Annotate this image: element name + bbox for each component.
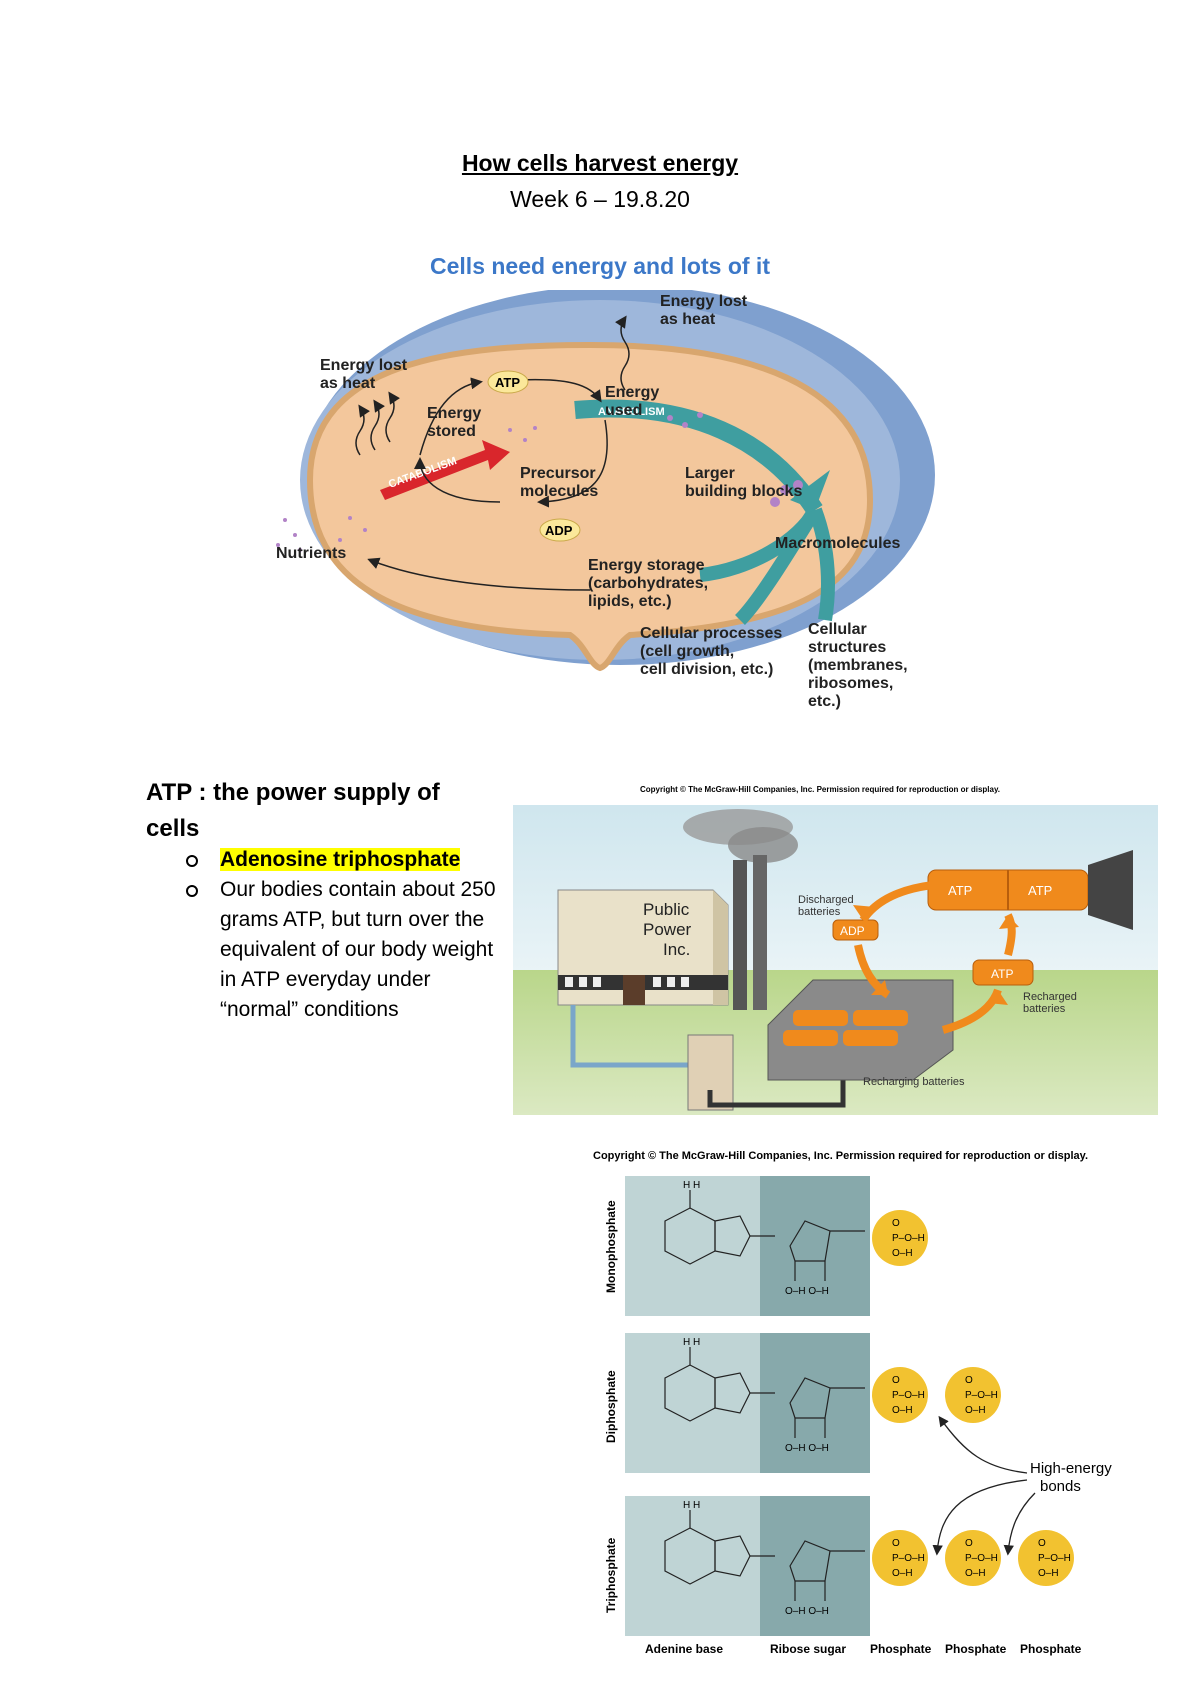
heat-top-line2: as heat	[660, 311, 716, 328]
svg-text:Public Power Inc.: Public Power Inc.	[643, 900, 696, 959]
atp-label: ATP	[495, 375, 520, 390]
molecule-copyright: Copyright © The McGraw-Hill Companies, I…	[593, 1150, 1089, 1162]
high-energy-line1: High-energy	[1030, 1460, 1112, 1477]
svg-text:Cellular structures (m: Cellular structures (membranes, ribosome…	[808, 621, 912, 710]
cell-metabolism-diagram: ANABOLISM CATABOLISM ATP ADP Energy lost…	[276, 290, 935, 710]
macromolecules-label: Macromolecules	[775, 535, 900, 552]
processes-line1: Cellular processes	[640, 625, 782, 642]
col-label-phosphate-2: Phosphate	[945, 1642, 1007, 1656]
bullet-text-highlighted: Adenosine triphosphate	[220, 848, 461, 871]
atp-battery-label: ATP	[948, 883, 972, 898]
atp-molecule-figure: H H O–H O–H O P–O–H O–H Monop	[604, 1175, 1116, 1656]
atp-battery-label: ATP	[991, 967, 1013, 981]
svg-text:High-energy bonds: High-energy bonds	[1030, 1460, 1116, 1495]
heat-left-line1: Energy lost	[320, 357, 408, 374]
larger-line2: building blocks	[685, 483, 802, 500]
plant-line1: Public	[643, 900, 690, 919]
precursor-line1: Precursor	[520, 465, 596, 482]
row-label-monophosphate: Monophosphate	[604, 1200, 618, 1293]
energy-storage-line3: lipids, etc.)	[588, 593, 672, 610]
atp-battery-label: ATP	[1028, 883, 1052, 898]
atp-bullet-list: Adenosine triphosphate Our bodies contai…	[180, 845, 500, 1025]
svg-text:Energy lost as heat: Energy lost as heat	[320, 357, 412, 392]
recharged-line1: Recharged	[1023, 991, 1077, 1003]
col-label-phosphate-3: Phosphate	[1020, 1642, 1082, 1656]
recharged-line2: batteries	[1023, 1003, 1066, 1015]
heat-top-line1: Energy lost	[660, 293, 748, 310]
anabolism-label: ANABOLISM	[598, 406, 665, 418]
high-energy-line2: bonds	[1040, 1478, 1081, 1495]
col-label-ribose: Ribose sugar	[770, 1642, 846, 1656]
processes-line2: (cell growth,	[640, 643, 734, 660]
energy-storage-line2: (carbohydrates,	[588, 575, 708, 592]
atp-heading: ATP : the power supply of cells	[146, 779, 440, 842]
row-label-diphosphate: Diphosphate	[604, 1370, 618, 1443]
plant-line3: Inc.	[663, 940, 690, 959]
svg-text:Energy storage (carbohydra: Energy storage (carbohydrates, lipids, e…	[588, 557, 713, 610]
svg-text:Energy used: Energy used	[605, 384, 664, 419]
col-label-adenine: Adenine base	[645, 1642, 723, 1656]
col-label-phosphate-1: Phosphate	[870, 1642, 932, 1656]
precursor-line2: molecules	[520, 483, 598, 500]
structures-line5: etc.)	[808, 693, 841, 710]
discharged-line1: Discharged	[798, 894, 854, 906]
adp-battery-label: ADP	[840, 924, 865, 938]
adp-label: ADP	[545, 523, 573, 538]
row-label-triphosphate: Triphosphate	[604, 1537, 618, 1613]
battery-analogy-figure: Public Power Inc. ATP ATP ADP ATP Discha…	[513, 805, 1158, 1115]
structures-line1: Cellular	[808, 621, 867, 638]
catabolism-arrow	[380, 440, 510, 500]
larger-line1: Larger	[685, 465, 735, 482]
svg-text:Cellular processes (cell g: Cellular processes (cell growth, cell di…	[640, 625, 787, 678]
nutrients-label: Nutrients	[276, 545, 346, 562]
energy-stored-line2: stored	[427, 423, 476, 440]
energy-storage-line1: Energy storage	[588, 557, 705, 574]
structures-line3: (membranes,	[808, 657, 908, 674]
plant-line2: Power	[643, 920, 692, 939]
energy-used-line1: Energy	[605, 384, 659, 401]
svg-text:Precursor molecules: Precursor molecules	[520, 465, 600, 500]
processes-line3: cell division, etc.)	[640, 661, 773, 678]
page-title: How cells harvest energy	[461, 150, 739, 176]
energy-stored-line1: Energy	[427, 405, 481, 422]
battery-copyright: Copyright © The McGraw-Hill Companies, I…	[640, 785, 1001, 794]
svg-text:Larger building blocks: Larger building blocks	[685, 465, 802, 500]
structures-line4: ribosomes,	[808, 675, 893, 692]
energy-used-line2: used	[605, 402, 642, 419]
structures-line2: structures	[808, 639, 886, 656]
svg-text:Recharged batteries: Recharged batteries	[1023, 991, 1080, 1015]
svg-text:Energy stored: Energy stored	[427, 405, 486, 440]
bullet-text: Our bodies contain about 250 grams ATP, …	[220, 878, 496, 1021]
discharged-line2: batteries	[798, 906, 841, 918]
bullet-item: Adenosine triphosphate	[180, 845, 500, 875]
section-heading: Cells need energy and lots of it	[430, 253, 770, 279]
svg-text:Discharged batteries: Discharged batteries	[798, 894, 857, 918]
page-subtitle: Week 6 – 19.8.20	[510, 186, 690, 212]
svg-text:Energy lost as heat: Energy lost as heat	[660, 293, 752, 328]
bullet-item: Our bodies contain about 250 grams ATP, …	[180, 875, 500, 1025]
heat-left-line2: as heat	[320, 375, 376, 392]
recharging-label: Recharging batteries	[863, 1076, 965, 1088]
